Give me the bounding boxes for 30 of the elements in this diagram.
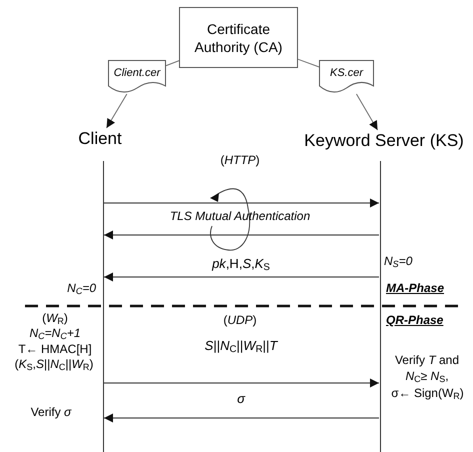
phase-label: MA-Phase xyxy=(386,281,446,296)
authority-box: Certificate Authority (CA) xyxy=(179,7,298,68)
verification-note: Verify T and xyxy=(394,353,460,368)
entity-label: Keyword Server (KS) xyxy=(303,130,465,152)
computation-note: σ← Sign(W$_{R}$) xyxy=(390,386,465,401)
connector-line xyxy=(298,58,320,68)
verification-note: N$_{C}$≥ N$_{S}$, xyxy=(404,369,450,384)
certificate-document: KS.cer xyxy=(319,60,374,94)
message-arrow xyxy=(104,414,380,422)
verification-note: Verify σ xyxy=(30,405,72,420)
computation-note: (K$_{S}$,S||N$_{C}$||W$_{R}$) xyxy=(14,357,94,372)
entity-label-protocol: (HTTP) xyxy=(219,153,261,168)
arrow xyxy=(356,94,378,130)
lifeline xyxy=(102,161,104,452)
arrow xyxy=(106,94,128,128)
connector-line xyxy=(166,60,180,66)
message-arrow xyxy=(104,378,380,388)
message-arrow xyxy=(104,198,380,208)
entity-label: Client xyxy=(74,128,126,150)
phase-label: QR-Phase xyxy=(386,313,444,328)
state-note: N$_{C}$=0 xyxy=(66,281,96,296)
state-note: N$_{S}$=0 xyxy=(384,254,414,269)
computation-note: T← HMAC[H] xyxy=(17,342,93,357)
protocol-label: (UDP) xyxy=(222,313,258,328)
parameter-note: (W$_{R}$) xyxy=(41,311,69,326)
lifeline xyxy=(379,161,381,452)
message-arrow xyxy=(104,272,380,282)
message-arrow xyxy=(104,230,380,240)
computation-note: N$_{C}$=N$_{C}$+1 xyxy=(28,326,82,341)
certificate-document: Client.cer xyxy=(108,60,166,94)
